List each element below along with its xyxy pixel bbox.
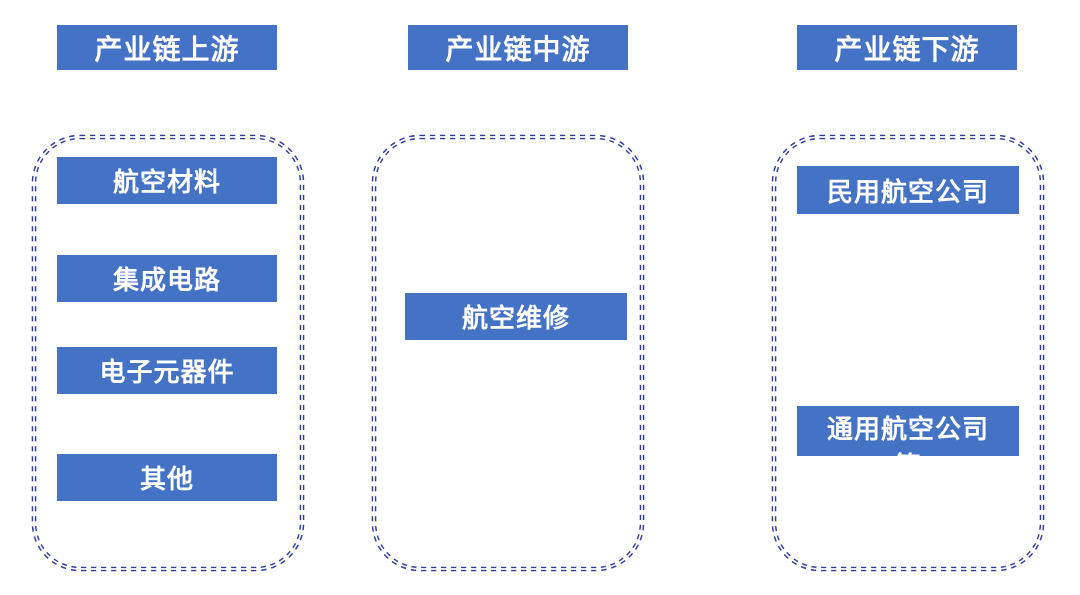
header-upstream: 产业链上游 bbox=[57, 25, 277, 70]
node-general-aviation-company: 通用航空公司 等 bbox=[797, 406, 1019, 456]
node-general-aviation-company-clipped-text: 等 bbox=[797, 452, 1019, 456]
node-civil-aviation-company: 民用航空公司 bbox=[797, 166, 1019, 214]
upstream-frame bbox=[31, 134, 305, 572]
downstream-frame bbox=[771, 134, 1045, 572]
node-others: 其他 bbox=[57, 454, 277, 501]
midstream-frame bbox=[371, 134, 645, 572]
node-aviation-maintenance: 航空维修 bbox=[405, 293, 627, 340]
node-general-aviation-company-label: 通用航空公司 bbox=[826, 414, 989, 444]
node-electronic-components: 电子元器件 bbox=[57, 347, 277, 394]
node-integrated-circuits: 集成电路 bbox=[57, 255, 277, 302]
node-aviation-materials: 航空材料 bbox=[57, 157, 277, 204]
header-downstream: 产业链下游 bbox=[797, 25, 1017, 70]
header-midstream: 产业链中游 bbox=[408, 25, 628, 70]
